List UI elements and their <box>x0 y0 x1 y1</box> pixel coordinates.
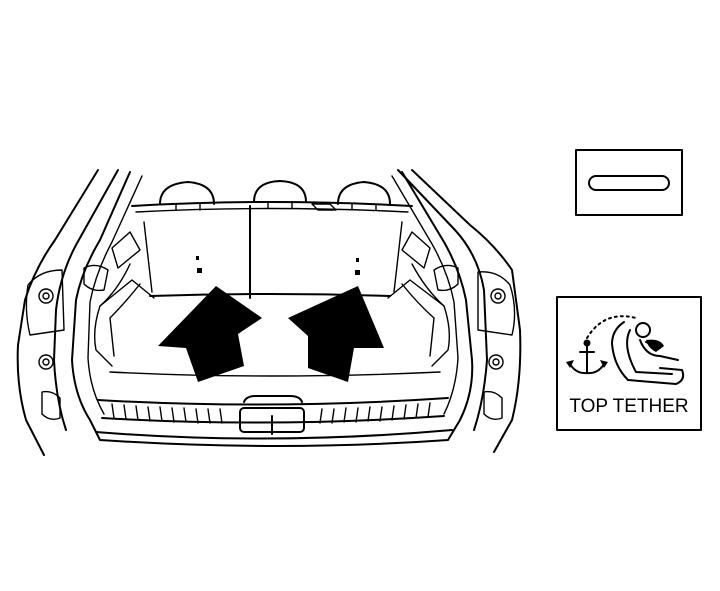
slot-symbol-panel <box>575 149 683 216</box>
anchor-icon <box>566 339 608 375</box>
top-tether-label-panel: TOP TETHER <box>556 296 702 431</box>
child-seat-icon <box>611 321 685 385</box>
top-tether-text: TOP TETHER <box>569 396 688 417</box>
vehicle-rear-illustration <box>16 169 522 456</box>
up-arrow-icon-left <box>158 286 262 382</box>
slot-icon <box>588 175 670 191</box>
tether-path-icon <box>586 315 637 339</box>
up-arrow-icon-right <box>288 286 384 382</box>
